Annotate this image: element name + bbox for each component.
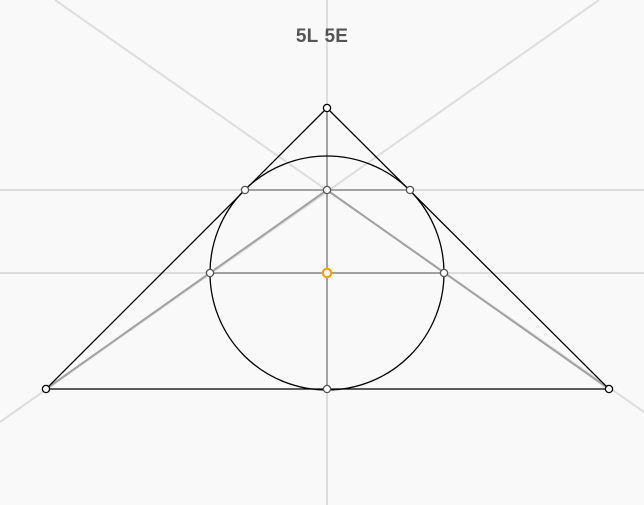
point-apex[interactable] <box>322 103 332 113</box>
point-chord-left[interactable] <box>240 185 250 195</box>
point-base-right[interactable] <box>604 384 614 394</box>
construction-segment-bisector-right[interactable] <box>326 189 610 390</box>
point-diameter-right[interactable] <box>439 268 449 278</box>
construction-segment-bisector-left[interactable] <box>45 189 328 390</box>
construction-points <box>41 103 614 394</box>
point-tangent-bottom[interactable] <box>322 384 332 394</box>
point-chord-right[interactable] <box>405 185 415 195</box>
triangle-side-right[interactable] <box>326 107 610 390</box>
point-chord-center[interactable] <box>322 185 332 195</box>
triangle-side-left[interactable] <box>45 107 328 390</box>
point-diameter-left[interactable] <box>205 268 215 278</box>
point-incenter-highlight[interactable] <box>321 267 333 279</box>
point-base-left[interactable] <box>41 384 51 394</box>
edits-counter: 5E <box>324 26 349 47</box>
level-counter: 5L <box>295 26 319 47</box>
